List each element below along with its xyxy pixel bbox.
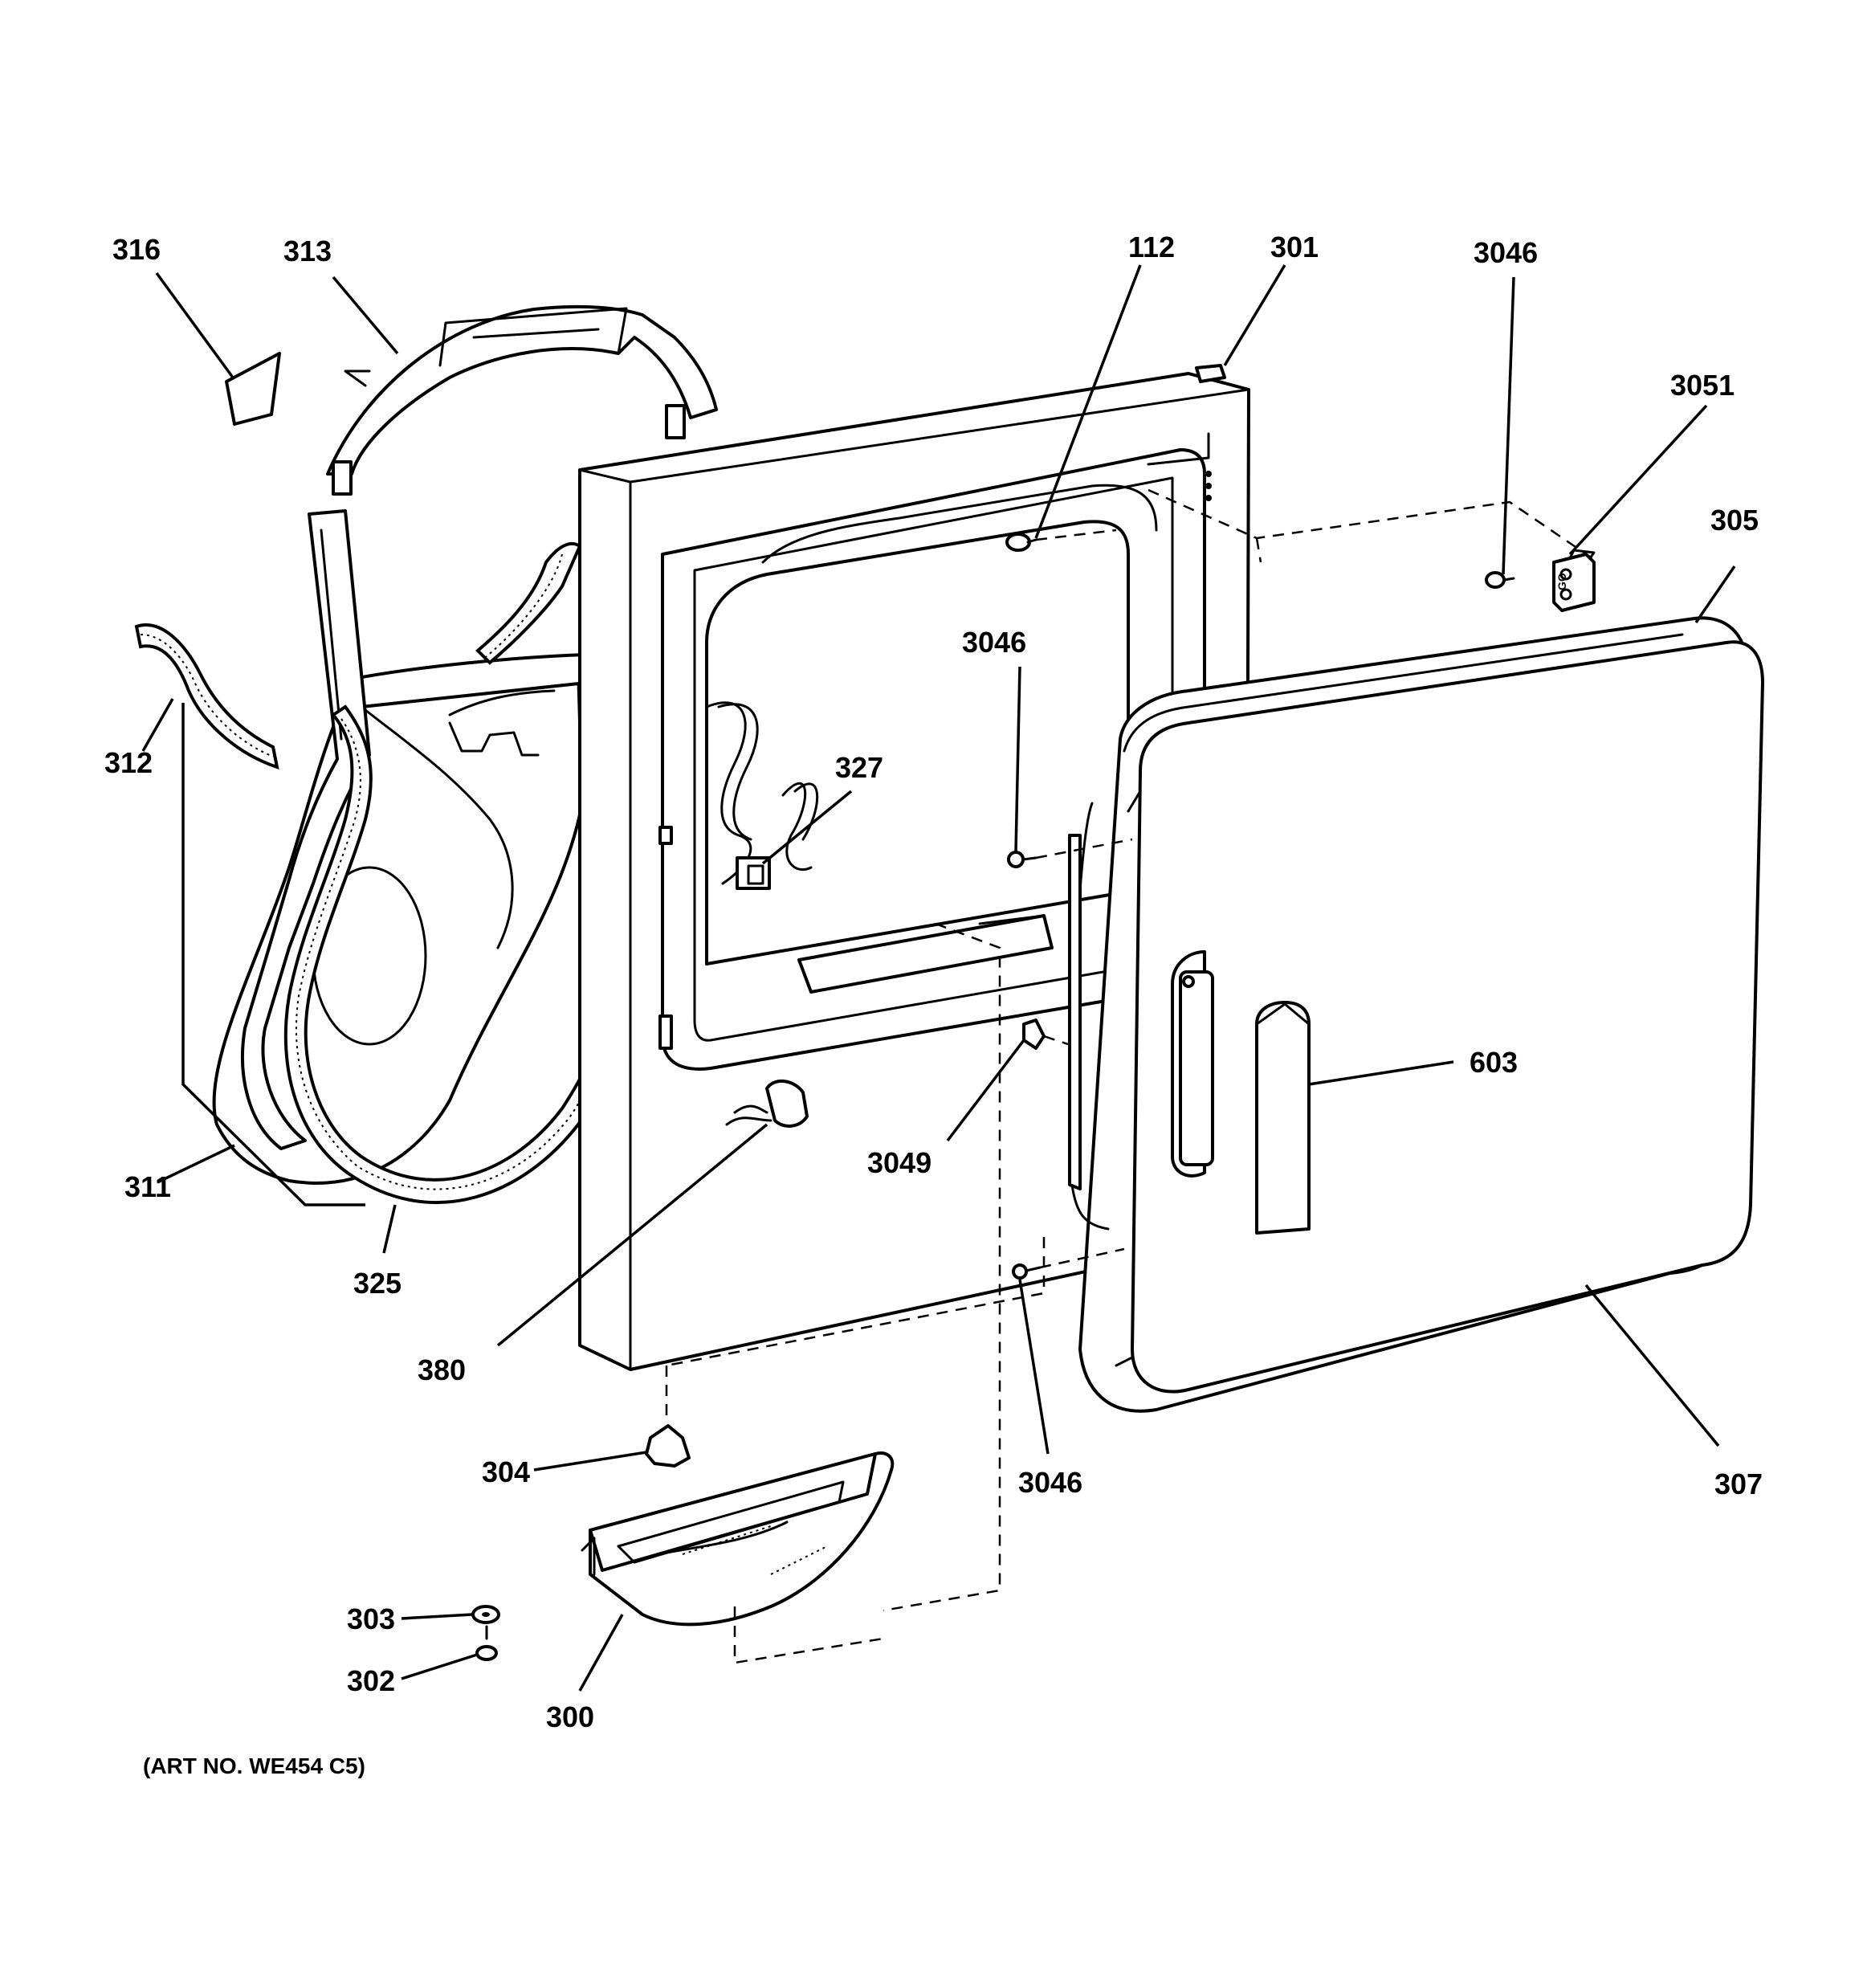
part-303-washer [471,1605,500,1624]
part-300-lint-filter-housing [581,1451,895,1627]
art-number: (ART NO. WE454 C5) [143,1753,365,1778]
part-302-screw [475,1625,498,1661]
part-316-strip [225,352,281,426]
callout-603: 603 [1470,1046,1518,1079]
callout-304: 304 [482,1455,530,1488]
part-380-knob [725,1080,809,1128]
callout-3046-mid: 3046 [962,626,1026,659]
part-327-wire-harness [705,701,819,885]
callout-325: 325 [353,1267,402,1300]
callout-307: 307 [1714,1468,1763,1500]
part-3046-screw-top [1485,571,1515,589]
callout-305: 305 [1710,504,1759,537]
callout-312: 312 [104,746,153,779]
leader-lines [141,264,1736,1692]
callout-112: 112 [1128,231,1175,263]
callout-327: 327 [835,751,883,784]
callout-303: 303 [347,1602,395,1635]
callout-316: 316 [112,233,161,266]
callout-300: 300 [546,1700,594,1733]
part-313-arch-bracket [326,304,718,496]
callout-3046-bottom: 3046 [1018,1466,1082,1499]
part-312-felt-seal [134,623,279,769]
part-304-leveling-foot [645,1424,691,1468]
part-313-frame-arm [241,509,371,1150]
callout-380: 380 [418,1353,466,1386]
hinge-marking: GO [1555,573,1568,590]
part-3049-door-strike [1022,1018,1046,1050]
callout-3049: 3049 [867,1146,932,1179]
callout-labels: 316 313 312 311 325 112 301 3046 3051 30… [104,231,1763,1778]
part-3046-screw-bottom [1012,1263,1042,1280]
part-307-door [1068,616,1764,1413]
part-112-screw [1005,533,1037,552]
part-312-felt-seal-upper [475,541,582,665]
assembly-lines [665,488,1599,1664]
callout-3046-top: 3046 [1474,236,1538,269]
callout-3051: 3051 [1670,369,1735,402]
part-3046-screw-mid [1007,851,1037,868]
callout-302: 302 [347,1664,395,1697]
callout-313: 313 [283,235,332,267]
callout-301: 301 [1270,231,1319,263]
callout-311: 311 [124,1170,171,1203]
